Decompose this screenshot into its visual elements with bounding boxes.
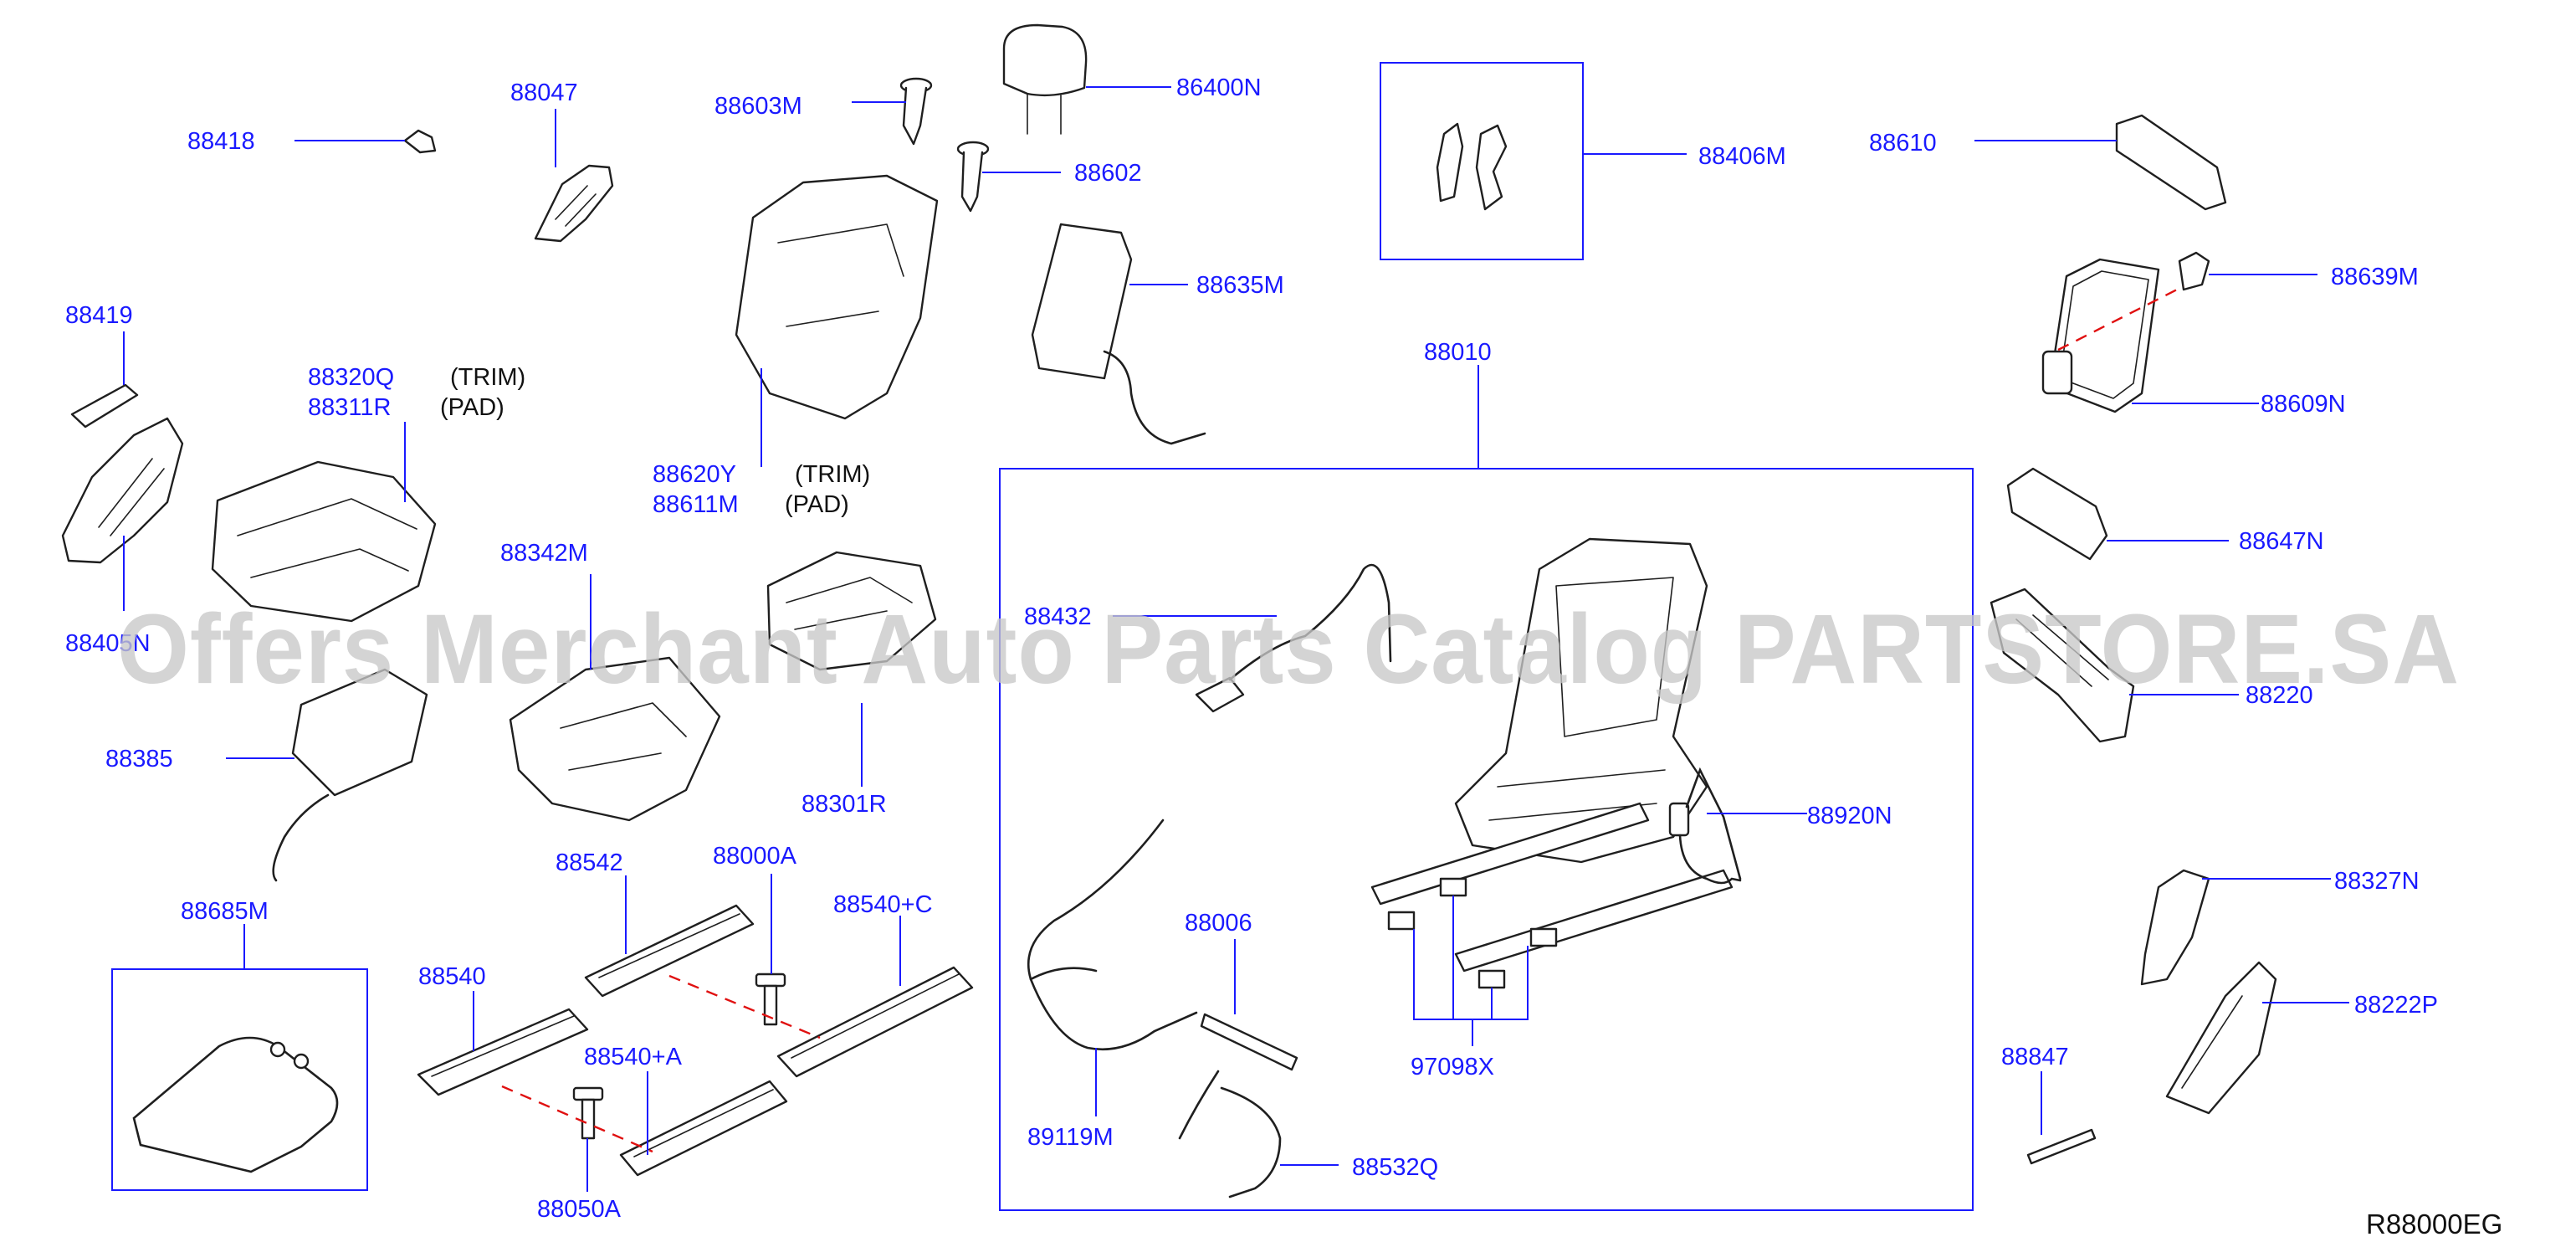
dashed-line-a <box>668 974 821 1039</box>
label-88603m: 88603M <box>714 93 802 120</box>
label-88010: 88010 <box>1424 339 1492 366</box>
part-88685m-harness <box>132 1036 339 1173</box>
part-88542-trim <box>584 904 755 998</box>
note-pad-88311r: (PAD) <box>440 394 504 421</box>
part-88610-panel <box>2115 114 2227 211</box>
label-88320q: 88320Q <box>308 364 394 391</box>
frame-88406m <box>1380 62 1584 260</box>
part-88532q-harness <box>1178 1070 1282 1198</box>
leader-97098x <box>1413 896 1529 1046</box>
dashed-line-c <box>2057 285 2184 352</box>
frame-88685m <box>111 968 368 1191</box>
part-88000a-bolt <box>755 973 786 1026</box>
note-trim-88620y: (TRIM) <box>795 461 870 488</box>
part-88920n-harness <box>1668 767 1742 885</box>
label-88222p: 88222P <box>2354 992 2438 1019</box>
label-88311r: 88311R <box>308 394 391 421</box>
part-89119m-harness <box>1027 819 1198 1051</box>
part-88385-heater-pad <box>272 668 428 882</box>
part-88222p-finisher <box>2165 961 2277 1115</box>
label-88540: 88540 <box>418 963 486 990</box>
label-88050a: 88050A <box>537 1196 622 1223</box>
part-88220-bracket <box>1990 588 2135 743</box>
label-88301r: 88301R <box>801 791 887 818</box>
part-88635m-heater <box>1031 223 1206 445</box>
part-88540c-trim <box>776 966 974 1078</box>
label-88532q: 88532Q <box>1352 1154 1438 1181</box>
label-88220: 88220 <box>2246 682 2313 709</box>
part-88419-switch <box>70 383 139 429</box>
label-88639m: 88639M <box>2331 264 2419 290</box>
part-88540-trim <box>417 1008 589 1096</box>
label-88419: 88419 <box>65 302 133 329</box>
part-88320q-cushion <box>211 460 437 623</box>
label-88540a: 88540+A <box>584 1044 683 1070</box>
label-88542: 88542 <box>556 849 623 876</box>
label-88611m: 88611M <box>653 491 739 518</box>
label-88406m: 88406M <box>1698 143 1786 170</box>
frame-88010 <box>999 468 1974 1211</box>
label-97098x: 97098X <box>1411 1054 1494 1080</box>
label-88610: 88610 <box>1869 130 1937 157</box>
note-pad-88611m: (PAD) <box>785 491 849 518</box>
label-88602: 88602 <box>1074 160 1142 187</box>
watermark: Offers Merchant Auto Parts Catalog PARTS… <box>117 594 2460 705</box>
label-88000a: 88000A <box>713 843 797 870</box>
label-88047: 88047 <box>510 80 578 106</box>
label-88847: 88847 <box>2001 1044 2069 1070</box>
label-88385: 88385 <box>105 746 173 772</box>
part-88432-cable <box>1195 563 1392 713</box>
part-88327n-bracket <box>2140 869 2210 986</box>
part-88847-rod <box>2026 1128 2097 1165</box>
label-86400n: 86400N <box>1176 74 1262 101</box>
label-88405n: 88405N <box>65 630 151 657</box>
part-86400n-headrest <box>1002 23 1088 135</box>
label-89119m: 89119M <box>1027 1124 1114 1151</box>
label-88609n: 88609N <box>2261 391 2346 418</box>
label-88685m: 88685M <box>181 898 269 925</box>
part-88603m-guide <box>899 77 933 146</box>
part-88639m-switch <box>2178 251 2210 291</box>
part-88647n-cover <box>2006 467 2108 561</box>
part-88609n-board <box>2041 258 2160 413</box>
label-88620y: 88620Y <box>653 461 736 488</box>
part-97098x-clips <box>1387 877 1558 989</box>
part-88540a-trim <box>619 1080 788 1177</box>
label-88647n: 88647N <box>2239 528 2324 555</box>
part-88620y-seatback <box>735 174 939 420</box>
label-88635m: 88635M <box>1196 272 1284 299</box>
part-88050a-bolt <box>572 1086 604 1140</box>
part-88418-clip <box>403 129 437 154</box>
label-88006: 88006 <box>1185 910 1252 937</box>
part-88006-bar <box>1200 1013 1298 1071</box>
label-88418: 88418 <box>187 128 255 155</box>
part-88047-cover <box>534 164 614 243</box>
label-88432: 88432 <box>1024 603 1092 630</box>
label-88327n: 88327N <box>2334 868 2420 895</box>
part-88602-guide <box>956 141 990 213</box>
label-88342m: 88342M <box>500 540 588 567</box>
diagram-code: R88000EG <box>2366 1209 2502 1239</box>
part-88342m-pan <box>509 656 721 822</box>
part-88301r-frame <box>766 551 937 671</box>
dashed-line-b <box>501 1085 653 1153</box>
note-trim-88320q: (TRIM) <box>450 364 525 391</box>
part-88406m-brackets <box>1436 122 1508 211</box>
label-88540c: 88540+C <box>833 891 933 918</box>
part-88405n-finisher <box>61 417 184 564</box>
label-88920n: 88920N <box>1807 803 1892 829</box>
